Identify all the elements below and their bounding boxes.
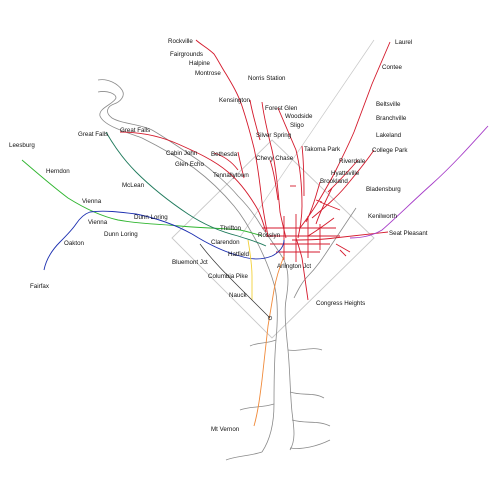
label-great-falls-va: Great Falls [78, 131, 108, 138]
tributary-5 [225, 451, 263, 461]
label-branchville: Branchville [376, 115, 407, 122]
teal-line [105, 131, 267, 247]
potomac-river-south-bank [97, 91, 278, 453]
place-labels: Rockville Fairgrounds Halpine Montrose N… [9, 38, 428, 433]
anacostia-river [293, 207, 357, 299]
label-sligo: Sligo [290, 122, 304, 129]
label-norris-station: Norris Station [248, 75, 286, 82]
orange-line [253, 255, 285, 427]
laurel-line [299, 41, 391, 229]
label-hatfield: Hatfield [228, 251, 250, 258]
takoma-line [301, 145, 305, 197]
congress-heights-line [295, 237, 309, 301]
bladensburg-line [315, 187, 333, 225]
label-montrose: Montrose [195, 70, 221, 77]
nauck-line [199, 243, 271, 319]
label-hyattsville: Hyattsville [331, 170, 360, 177]
kenilworth-line [307, 217, 335, 237]
label-fairfax: Fairfax [30, 283, 50, 290]
label-lakeland: Lakeland [376, 132, 402, 139]
label-kensington: Kensington [219, 97, 251, 104]
silver-spring-line [277, 107, 303, 239]
label-tennallytown: Tennallytown [213, 172, 249, 179]
label-arlington-jct: Arlington Jct [277, 263, 311, 270]
label-dunn-loring-2: Dunn Loring [104, 231, 138, 238]
tributary-2 [289, 391, 325, 399]
label-mclean: McLean [122, 182, 145, 189]
rivers [97, 79, 357, 461]
label-clarendon: Clarendon [211, 239, 240, 246]
label-seat-pleasant: Seat Pleasant [389, 230, 428, 237]
dc-boundary [171, 139, 375, 339]
label-leesburg: Leesburg [9, 142, 35, 149]
rockville-line [195, 39, 269, 237]
junction-marker [267, 315, 273, 321]
label-vienna-1: Vienna [82, 198, 102, 205]
label-bladensburg: Bladensburg [366, 186, 401, 193]
tributary-3 [291, 419, 331, 427]
tributary-4 [289, 439, 331, 449]
label-thrifton: Thrifton [220, 225, 242, 232]
label-forest-glen: Forest Glen [265, 105, 298, 112]
label-cabin-john: Cabin John [166, 150, 198, 157]
label-riverdale: Riverdale [339, 158, 366, 165]
cabin-john-line [213, 152, 239, 171]
label-brookland: Brookland [320, 178, 348, 185]
label-great-falls-md: Great Falls [120, 127, 150, 134]
label-columbia-pike: Columbia Pike [208, 273, 248, 280]
purple-line [349, 125, 489, 239]
label-nauck: Nauck [229, 292, 247, 299]
kensington-branch [249, 99, 261, 141]
label-college-park: College Park [372, 147, 408, 154]
tributary-7 [249, 339, 277, 347]
label-woodside: Woodside [285, 113, 313, 120]
label-contee: Contee [382, 64, 403, 71]
label-congress-heights: Congress Heights [316, 300, 365, 307]
seat-pleasant-line [291, 231, 389, 241]
brookland-line [305, 181, 321, 223]
label-bethesda: Bethesda [211, 151, 238, 158]
label-halpine: Halpine [189, 60, 211, 67]
label-rosslyn: Rosslyn [258, 232, 281, 239]
east-spur [335, 243, 351, 253]
label-silver-spring: Silver Spring [256, 132, 292, 139]
riverdale-line [327, 159, 359, 193]
label-oakton: Oakton [64, 240, 85, 247]
bethesda-spur [237, 151, 245, 179]
label-takoma-park: Takoma Park [304, 146, 341, 153]
college-park-line [311, 149, 375, 219]
tick-2 [315, 199, 323, 203]
northeast-spur [319, 201, 341, 211]
label-fairgrounds: Fairgrounds [170, 51, 203, 58]
tick-3 [339, 249, 347, 257]
label-beltsville: Beltsville [376, 101, 401, 108]
label-herndon: Herndon [46, 168, 70, 175]
label-laurel: Laurel [395, 39, 412, 46]
chevy-chase-spur [269, 159, 279, 201]
label-mt-vernon: Mt Vernon [211, 426, 240, 433]
label-dunn-loring-1: Dunn Loring [134, 214, 168, 221]
label-kenilworth: Kenilworth [368, 213, 397, 220]
tributary-1 [287, 348, 323, 351]
green-line [21, 159, 263, 237]
great-falls-md-line [119, 131, 267, 233]
red-network [119, 39, 391, 301]
tributary-6 [239, 403, 275, 411]
label-chevy-chase: Chevy Chase [256, 155, 294, 162]
blue-line [43, 210, 285, 271]
label-bluemont-jct: Bluemont Jct [172, 259, 208, 266]
yellow-line [247, 239, 253, 300]
label-vienna-2: Vienna [88, 219, 108, 226]
label-glen-echo: Glen Echo [175, 161, 204, 168]
forest-glen-line [261, 101, 287, 239]
label-rockville: Rockville [168, 38, 193, 45]
